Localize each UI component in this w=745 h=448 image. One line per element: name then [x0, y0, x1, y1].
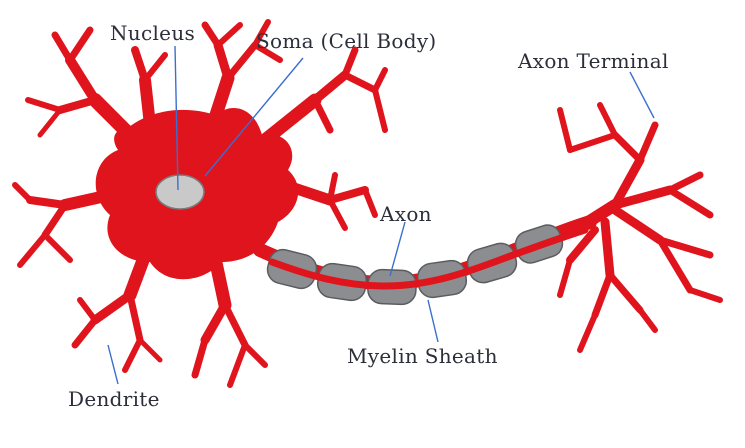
- dendrite-lower: [195, 258, 265, 385]
- label-myelin-sheath: Myelin Sheath: [347, 344, 498, 368]
- label-axon: Axon: [379, 202, 432, 226]
- leader-myelin: [428, 300, 438, 342]
- myelin-sheath: [265, 222, 566, 305]
- axon-group: [260, 222, 590, 305]
- neuron-cell: [15, 22, 385, 385]
- dendrite-lower-left: [75, 255, 160, 370]
- leader-axon: [390, 222, 405, 276]
- dendrite-upper-right: [265, 50, 385, 140]
- leader-dendrite: [108, 345, 118, 384]
- label-dendrite: Dendrite: [68, 387, 160, 411]
- dendrite-right: [285, 175, 375, 228]
- dendrite-upper-left: [28, 30, 165, 140]
- label-axon-terminal: Axon Terminal: [517, 49, 669, 73]
- axon-terminal-group: [560, 105, 720, 350]
- dendrite-left: [15, 185, 110, 265]
- label-nucleus: Nucleus: [110, 21, 195, 45]
- leader-axon-terminal: [630, 72, 654, 118]
- nucleus-shape: [156, 175, 204, 209]
- label-soma: Soma (Cell Body): [256, 29, 437, 53]
